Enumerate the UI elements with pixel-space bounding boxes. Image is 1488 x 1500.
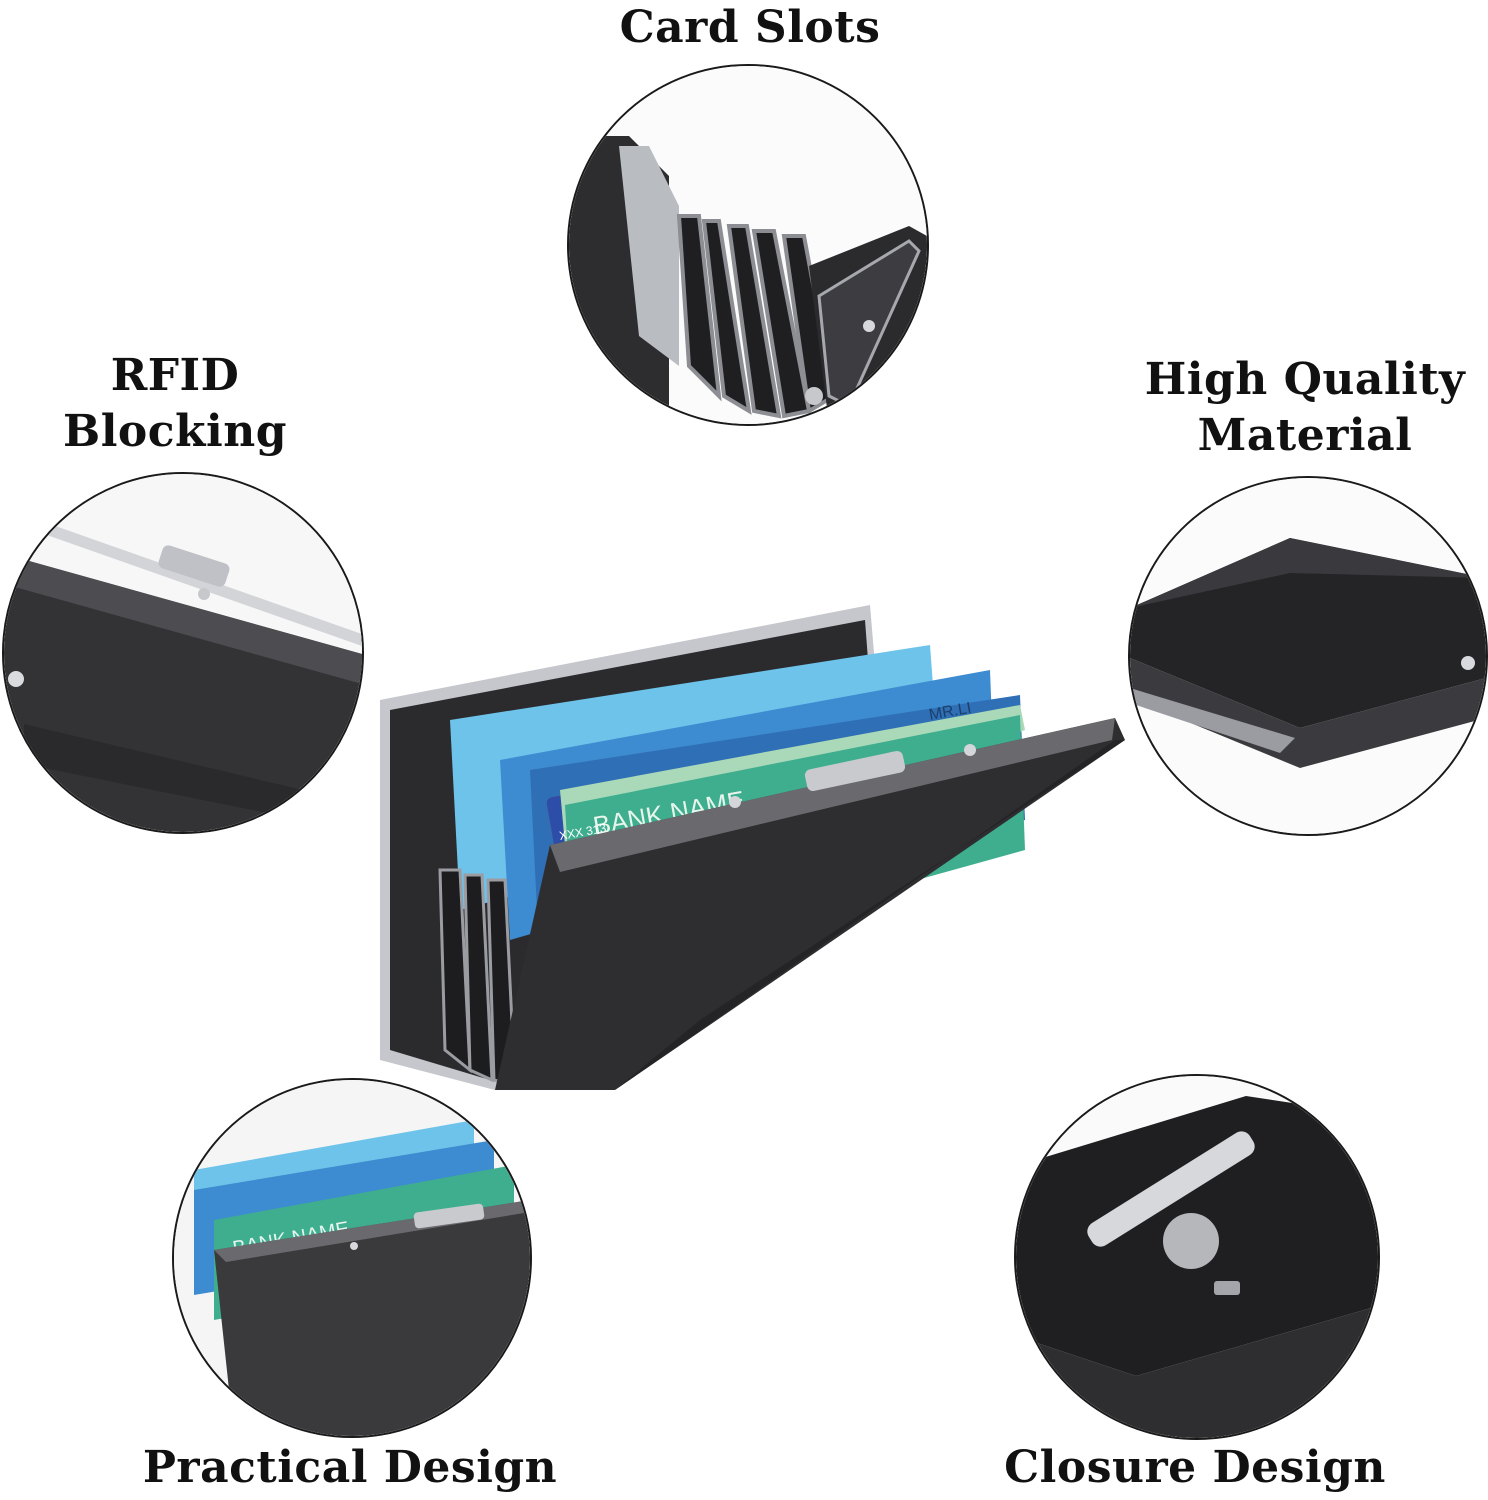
card-slots-illustration bbox=[569, 66, 927, 424]
quality-label-line2: Material bbox=[1197, 410, 1413, 461]
practical-design-label: Practical Design bbox=[142, 1442, 558, 1493]
closure-design-label: Closure Design bbox=[1004, 1442, 1386, 1493]
rfid-blocking-detail-image bbox=[2, 472, 364, 834]
card-slots-detail-image bbox=[567, 64, 929, 426]
closure-design-illustration bbox=[1016, 1076, 1378, 1438]
card-holder-illustration: BANK NAME MR.LI XXX 313 bbox=[380, 605, 1125, 1090]
card-slots-label: Card Slots bbox=[619, 2, 881, 53]
rfid-label-line2: Blocking bbox=[63, 406, 287, 457]
high-quality-material-label: High Quality Material bbox=[1140, 352, 1470, 464]
practical-design-illustration: BANK NAME bbox=[174, 1080, 530, 1436]
practical-design-detail-image: BANK NAME bbox=[172, 1078, 532, 1438]
rfid-blocking-label: RFID Blocking bbox=[40, 348, 310, 460]
high-quality-material-detail-image bbox=[1128, 476, 1488, 836]
quality-label-line1: High Quality bbox=[1144, 354, 1466, 405]
material-illustration bbox=[1130, 478, 1486, 834]
rfid-label-line1: RFID bbox=[110, 350, 240, 401]
card-holder-product-image: BANK NAME MR.LI XXX 313 bbox=[370, 590, 1130, 1100]
rfid-blocking-illustration bbox=[4, 474, 362, 832]
closure-design-detail-image bbox=[1014, 1074, 1380, 1440]
